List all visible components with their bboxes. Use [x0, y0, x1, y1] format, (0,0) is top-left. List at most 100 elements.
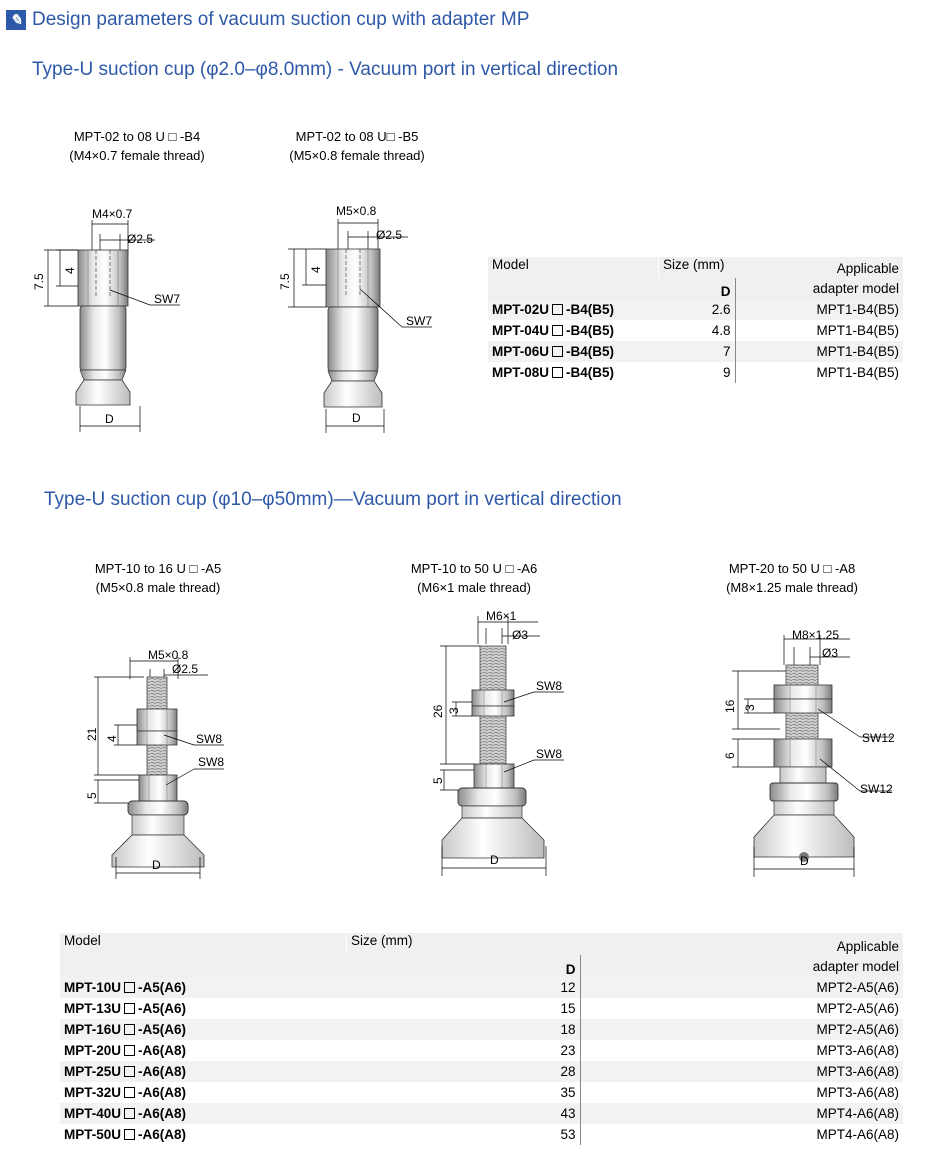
square-icon	[124, 1066, 136, 1077]
drawing-b5: M5×0.8 Ø2.5 7.5 4 SW7 D	[278, 204, 432, 433]
svg-text:M5×0.8: M5×0.8	[336, 204, 377, 218]
svg-text:4: 4	[309, 266, 323, 273]
svg-text:26: 26	[431, 704, 445, 718]
caption-b5: MPT-02 to 08 U□ -B5(M5×0.8 female thread…	[289, 129, 425, 163]
caption-a6: MPT-10 to 50 U □ -A6(M6×1 male thread)	[410, 561, 538, 595]
svg-text:3: 3	[743, 704, 757, 711]
size-d-cell: 4.8	[658, 320, 736, 341]
model-cell: MPT-08U-B4(B5)	[492, 365, 615, 380]
model-cell: MPT-32U-A6(A8)	[64, 1085, 187, 1100]
table-row: MPT-50U-A6(A8) 53 MPT4-A6(A8)	[60, 1124, 903, 1145]
svg-text:M6×1: M6×1	[486, 609, 517, 623]
adapter-cell: MPT3-A6(A8)	[816, 1043, 899, 1058]
svg-text:D: D	[800, 854, 809, 868]
svg-text:M5×0.8: M5×0.8	[148, 648, 189, 662]
size-d-cell: 12	[346, 977, 581, 998]
svg-text:6: 6	[723, 752, 737, 759]
drawing-a5: M5×0.8 Ø2.5 21 4 5 SW8 SW8 D	[85, 648, 224, 879]
adapter-cell: MPT4-A6(A8)	[816, 1127, 899, 1142]
table-row: MPT-20U-A6(A8) 23 MPT3-A6(A8)	[60, 1040, 903, 1061]
square-icon	[124, 1045, 136, 1056]
size-d-cell: 23	[346, 1040, 581, 1061]
svg-text:Ø3: Ø3	[822, 646, 838, 660]
adapter-cell: MPT1-B4(B5)	[735, 341, 903, 362]
svg-text:D: D	[152, 858, 161, 872]
adapter-cell: MPT4-A6(A8)	[580, 1103, 903, 1124]
caption-a8: MPT-20 to 50 U □ -A8(M8×1.25 male thread…	[726, 561, 858, 595]
square-icon	[124, 1108, 136, 1119]
square-icon	[124, 1087, 136, 1098]
model-cell: MPT-25U-A6(A8)	[60, 1061, 347, 1082]
adapter-cell: MPT2-A5(A6)	[580, 1019, 903, 1040]
size-d-cell: 15	[346, 998, 581, 1019]
adapter-cell: MPT1-B4(B5)	[735, 299, 903, 320]
svg-text:Ø2.5: Ø2.5	[127, 232, 153, 246]
section-title-small: Type-U suction cup (φ2.0–φ8.0mm) - Vacuu…	[32, 59, 619, 80]
square-icon	[124, 1003, 136, 1014]
adapter-cell: MPT3-A6(A8)	[816, 1085, 899, 1100]
square-icon	[124, 982, 136, 993]
adapter-cell: MPT2-A5(A6)	[580, 977, 903, 998]
size-d-cell: 2.6	[658, 299, 736, 320]
svg-text:5: 5	[85, 792, 99, 799]
svg-text:21: 21	[85, 727, 99, 741]
drawing-b4: M4×0.7 Ø2.5 7.5 4 SW7 D	[32, 207, 180, 432]
svg-text:SW12: SW12	[862, 731, 895, 745]
svg-text:SW8: SW8	[536, 747, 562, 761]
svg-text:Ø3: Ø3	[512, 628, 528, 642]
svg-text:SW8: SW8	[198, 755, 224, 769]
caption-a5: MPT-10 to 16 U □ -A5(M5×0.8 male thread)	[94, 561, 222, 595]
size-d-cell: 9	[658, 362, 736, 383]
square-icon	[552, 367, 564, 378]
svg-text:Ø2.5: Ø2.5	[376, 228, 402, 242]
adapter-cell: MPT1-B4(B5)	[816, 365, 899, 380]
table-row: MPT-08U-B4(B5) 9 MPT1-B4(B5)	[488, 362, 903, 383]
model-cell: MPT-16U-A5(A6)	[60, 1019, 347, 1040]
svg-text:4: 4	[63, 267, 77, 274]
svg-text:Ø2.5: Ø2.5	[172, 662, 198, 676]
svg-text:D: D	[105, 412, 114, 426]
model-cell: MPT-13U-A5(A6)	[64, 1001, 187, 1016]
drawing-a8: M8×1.25 Ø3 16 3 6 SW12 SW12 D	[723, 628, 895, 877]
size-d-cell: 7	[658, 341, 736, 362]
svg-text:7.5: 7.5	[32, 273, 46, 290]
page-title: Design parameters of vacuum suction cup …	[32, 9, 530, 30]
model-cell: MPT-20U-A6(A8)	[64, 1043, 187, 1058]
adapter-cell: MPT3-A6(A8)	[580, 1061, 903, 1082]
drawing-a6: M6×1 Ø3 26 3 5 SW8 SW8 D	[431, 609, 564, 876]
model-cell: MPT-02U-B4(B5)	[488, 299, 659, 320]
adapter-cell: MPT2-A5(A6)	[816, 1001, 899, 1016]
svg-text:SW7: SW7	[406, 314, 432, 328]
table-row: MPT-04U-B4(B5) 4.8 MPT1-B4(B5)	[488, 320, 903, 341]
square-icon	[552, 304, 564, 315]
model-cell: MPT-50U-A6(A8)	[64, 1127, 187, 1142]
svg-text:5: 5	[431, 777, 445, 784]
model-cell: MPT-04U-B4(B5)	[492, 323, 615, 338]
svg-text:16: 16	[723, 699, 737, 713]
square-icon	[124, 1129, 136, 1140]
square-icon	[124, 1024, 136, 1035]
table-row: MPT-13U-A5(A6) 15 MPT2-A5(A6)	[60, 998, 903, 1019]
size-d-cell: 53	[346, 1124, 581, 1145]
size-d-cell: 28	[346, 1061, 581, 1082]
svg-text:D: D	[490, 853, 499, 867]
model-cell: MPT-10U-A5(A6)	[60, 977, 347, 998]
caption-b4: MPT-02 to 08 U □ -B4(M4×0.7 female threa…	[69, 129, 205, 163]
svg-text:SW12: SW12	[860, 782, 893, 796]
svg-text:7.5: 7.5	[278, 273, 292, 290]
svg-text:SW7: SW7	[154, 292, 180, 306]
square-icon	[552, 346, 564, 357]
adapter-cell: MPT1-B4(B5)	[816, 323, 899, 338]
square-icon	[552, 325, 564, 336]
svg-text:SW8: SW8	[196, 732, 222, 746]
model-cell: MPT-40U-A6(A8)	[60, 1103, 347, 1124]
size-d-cell: 35	[346, 1082, 581, 1103]
